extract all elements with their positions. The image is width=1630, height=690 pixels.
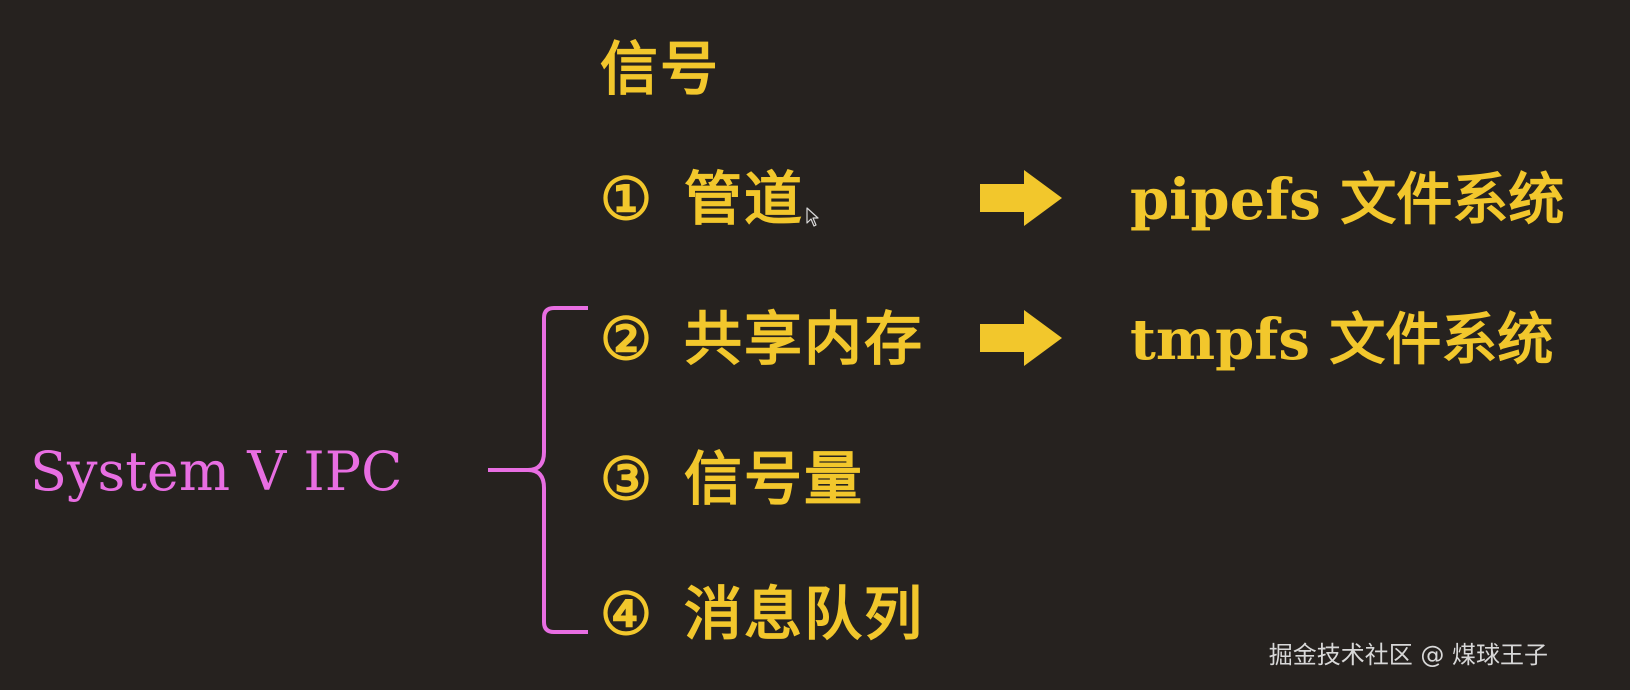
item-pipe-number: ① — [600, 165, 654, 233]
item-msgq-label: 消息队列 — [684, 580, 925, 648]
target-tmpfs: tmpfs 文件系统 — [1130, 307, 1554, 373]
system-v-ipc-label: System V IPC — [30, 440, 403, 503]
watermark: 掘金技术社区 @ 煤球王子 — [1268, 641, 1548, 669]
item-msgq-number: ④ — [600, 580, 654, 648]
item-shm-number: ② — [600, 305, 654, 373]
item-pipe-label: 管道 — [684, 165, 805, 233]
target-pipefs: pipefs 文件系统 — [1130, 167, 1565, 233]
item-signal-label: 信号 — [600, 35, 721, 103]
item-signal: 信号 — [600, 40, 720, 98]
arrow-right-icon — [980, 310, 1062, 366]
arrow-right-icon — [980, 170, 1062, 226]
mouse-cursor-icon — [806, 207, 819, 227]
item-sem-number: ③ — [600, 445, 654, 513]
item-shm-label: 共享内存 — [684, 305, 925, 373]
item-sem-label: 信号量 — [684, 445, 865, 513]
curly-brace-icon — [488, 306, 588, 634]
